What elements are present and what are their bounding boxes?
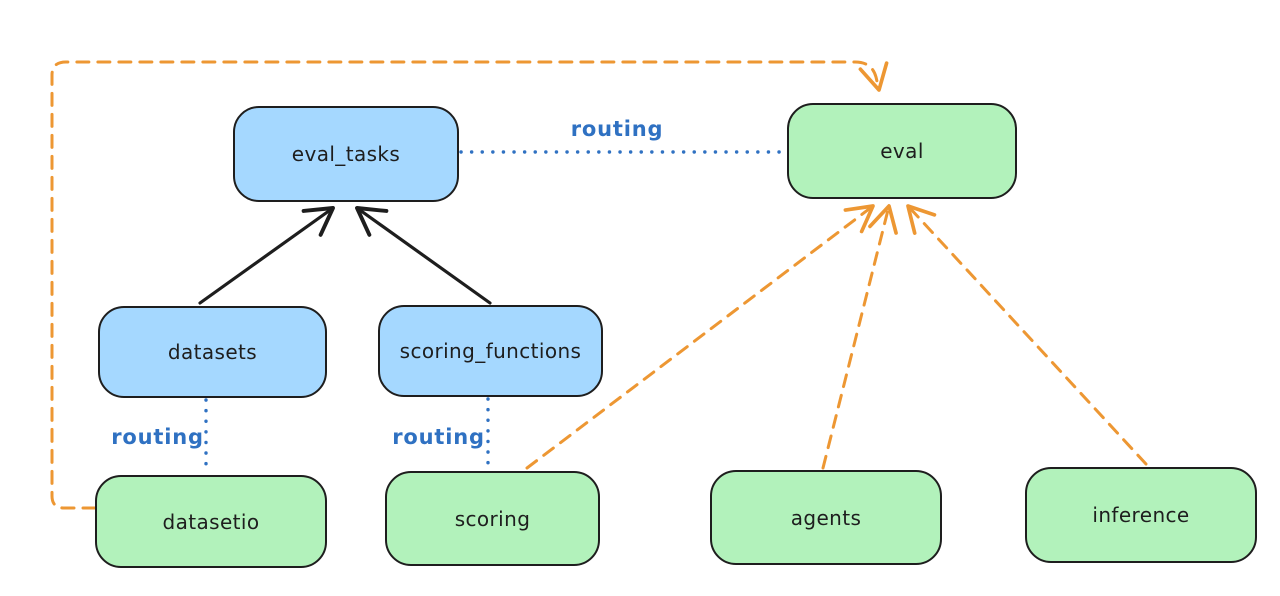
edge-datasetio-to-eval xyxy=(50,60,889,510)
node-datasetio: datasetio xyxy=(95,475,327,568)
node-scoring: scoring xyxy=(385,471,600,566)
edge-scoring-to-eval xyxy=(525,204,875,470)
edge-label-routing-scoring-functions-scoring: routing xyxy=(392,425,485,449)
node-scoring-functions: scoring_functions xyxy=(378,305,603,397)
edge-label-routing-eval-tasks-eval: routing xyxy=(570,117,664,141)
node-inference: inference xyxy=(1025,467,1257,563)
node-eval: eval xyxy=(787,103,1017,199)
edge-scoring-functions-to-eval-tasks xyxy=(355,206,492,305)
node-datasets: datasets xyxy=(98,306,327,398)
edge-datasets-to-eval-tasks xyxy=(198,206,335,305)
node-agents: agents xyxy=(710,470,942,565)
edge-agents-to-eval xyxy=(821,204,898,470)
edge-inference-to-eval xyxy=(906,204,1148,466)
node-eval-tasks: eval_tasks xyxy=(233,106,459,202)
edge-label-routing-datasets-datasetio: routing xyxy=(111,425,204,449)
